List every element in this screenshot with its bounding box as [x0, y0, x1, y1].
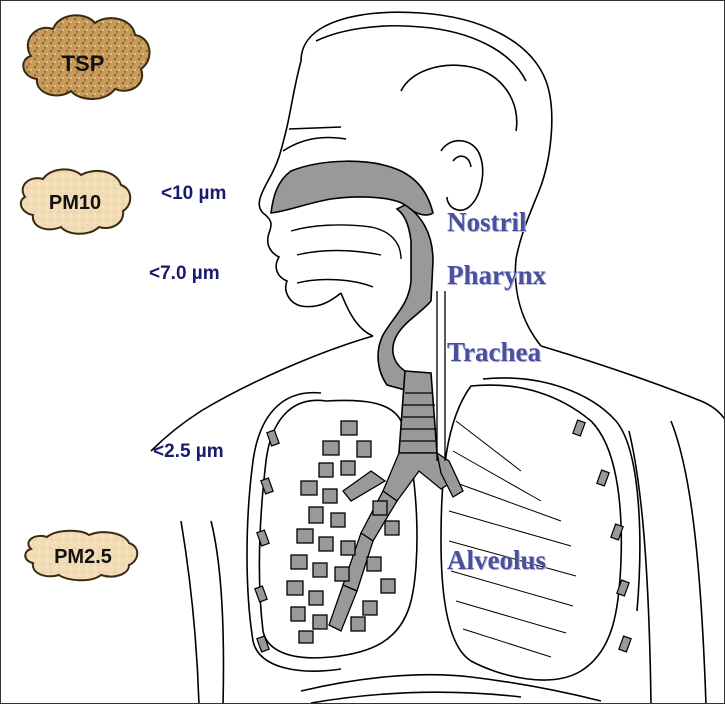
mouth-outline	[291, 225, 401, 287]
tsp-label: TSP	[62, 51, 105, 76]
tsp-cloud: TSP	[23, 15, 149, 99]
size-threshold-10um: <10 µm	[161, 183, 226, 205]
pm25-label: PM2.5	[54, 546, 112, 568]
right-lung-lines	[449, 421, 576, 657]
bronchial-tree	[287, 421, 453, 643]
esophagus	[437, 291, 445, 461]
organ-label-alveolus: Alveolus	[447, 545, 546, 576]
airway	[271, 161, 437, 453]
organ-label-pharynx: Pharynx	[447, 260, 546, 291]
pm10-cloud: PM10	[21, 169, 130, 233]
size-threshold-2-5um: <2.5 µm	[153, 441, 224, 463]
pm10-label: PM10	[49, 192, 101, 214]
organ-label-trachea: Trachea	[447, 337, 541, 368]
organ-label-nostril: Nostril	[447, 207, 526, 238]
pm25-cloud: PM2.5	[25, 531, 137, 581]
size-threshold-7um: <7.0 µm	[149, 263, 220, 285]
